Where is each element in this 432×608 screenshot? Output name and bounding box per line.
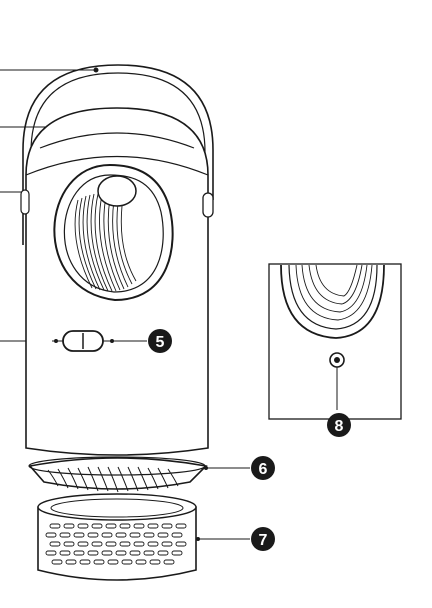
callout-number-5: 5 <box>156 334 165 351</box>
right-side-knob <box>202 192 214 218</box>
base-vent-holes <box>45 523 187 565</box>
intake-grill-lines <box>74 193 137 292</box>
leader-dot-6 <box>204 466 208 470</box>
leader-dot-7 <box>196 537 200 541</box>
callout-badge-8: 8 <box>327 413 351 437</box>
callout-badge-6: 6 <box>251 456 275 480</box>
detail-inset-intake <box>280 264 385 339</box>
uv-lamp-bulb <box>97 175 137 207</box>
callout-number-7: 7 <box>259 532 268 549</box>
left-side-knob <box>20 189 30 215</box>
base-tray <box>37 493 197 581</box>
carry-handle <box>22 64 214 245</box>
intake-opening <box>53 163 174 302</box>
leader-dot-5-left <box>54 339 58 343</box>
power-button <box>62 330 104 352</box>
fan-blades <box>47 466 179 493</box>
detail-inset <box>268 263 402 420</box>
detail-inset-sensor-dot <box>334 357 340 363</box>
leader-dot-handle <box>93 67 99 73</box>
callout-badge-7: 7 <box>251 527 275 551</box>
leader-dot-5 <box>110 339 114 343</box>
callout-number-6: 6 <box>259 461 268 478</box>
detail-inset-frame <box>268 263 402 420</box>
fan-blade-ring <box>28 456 208 493</box>
callout-number-8: 8 <box>335 418 344 435</box>
callout-badge-5: 5 <box>148 329 172 353</box>
